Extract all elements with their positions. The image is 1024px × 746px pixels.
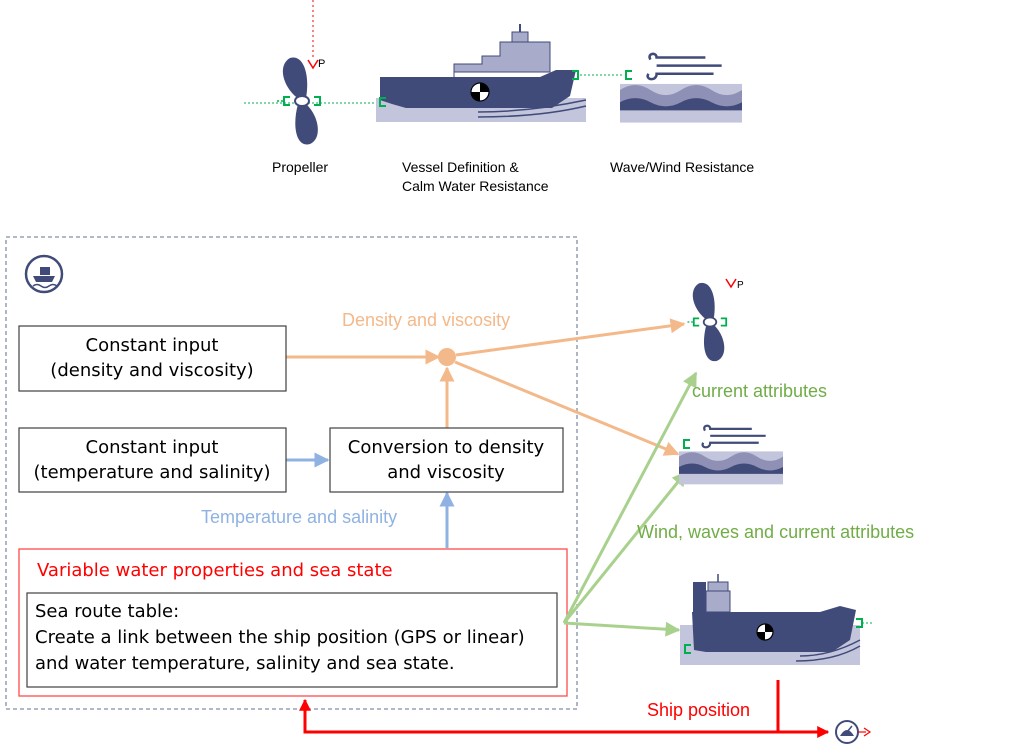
route-to-vessel-arrow [563,621,681,637]
density-junction-node [438,348,456,366]
constant-density-box: Constant input (density and viscosity) [18,325,287,392]
top-propeller-component: P [244,0,376,146]
power-arrow-icon [307,59,319,70]
right-power-marker: P [737,280,744,291]
vessel-right-connector-icon [572,70,579,80]
right-vessel-component [680,574,872,665]
route-table-line3: and water temperature, salinity and sea … [35,653,455,674]
route-table-box [26,592,558,688]
constant-temperature-box: Constant input (temperature and salinity… [18,427,287,493]
variable-properties-box: Variable water properties and sea state … [18,548,568,697]
top-wave-wind-icon [620,52,742,123]
subsystem-boundary [5,236,578,710]
temperature-flow-label: Temperature and salinity [201,507,397,527]
conversion-line1: Conversion to density [348,437,545,458]
constant-temp-line1: Constant input [86,437,219,458]
vessel-label-line2: Calm Water Resistance [402,178,549,194]
power-marker: P [318,58,325,70]
conversion-box: Conversion to density and viscosity [329,427,564,493]
right-power-arrow-icon [725,278,737,289]
gps-sensor-icon [835,720,872,744]
propeller-icon [276,56,321,146]
constant-density-line1: Constant input [86,335,219,356]
wave-connector-icon [625,70,632,80]
density-to-wave-arrow [454,360,680,456]
ship-circle-icon [24,254,64,294]
route-table-line1: Sea route table: [35,601,179,622]
propeller-label: Propeller [272,159,328,175]
vessel-left-connector-icon [379,97,386,107]
top-vessel-component [376,24,632,122]
ship-position-feedback-arrow [299,680,780,734]
constant-density-line2: (density and viscosity) [50,360,253,381]
route-to-propeller-arrow [562,371,698,624]
constant-temp-line2: (temperature and salinity) [33,462,270,483]
route-to-wave-arrow [562,470,688,624]
right-propeller-component: P [686,278,744,363]
wave-wind-label: Wave/Wind Resistance [610,159,754,175]
current-attributes-label: current attributes [692,381,827,401]
right-propeller-icon [686,281,728,363]
ship-position-label: Ship position [647,700,750,720]
vessel-label-line1: Vessel Definition & [402,159,519,175]
right-wave-connector-icon [683,439,690,449]
right-vessel-hull-icon [692,606,856,652]
route-table-line2: Create a link between the ship position … [35,627,525,648]
wind-attributes-label: Wind, waves and current attributes [637,522,914,542]
conversion-line2: and viscosity [387,462,505,483]
vessel-superstructure-icon [453,41,551,77]
variable-title: Variable water properties and sea state [37,560,393,581]
right-wave-wind-icon [679,424,783,486]
density-flow-label: Density and viscosity [342,310,510,330]
density-to-propeller-arrow [455,318,686,357]
